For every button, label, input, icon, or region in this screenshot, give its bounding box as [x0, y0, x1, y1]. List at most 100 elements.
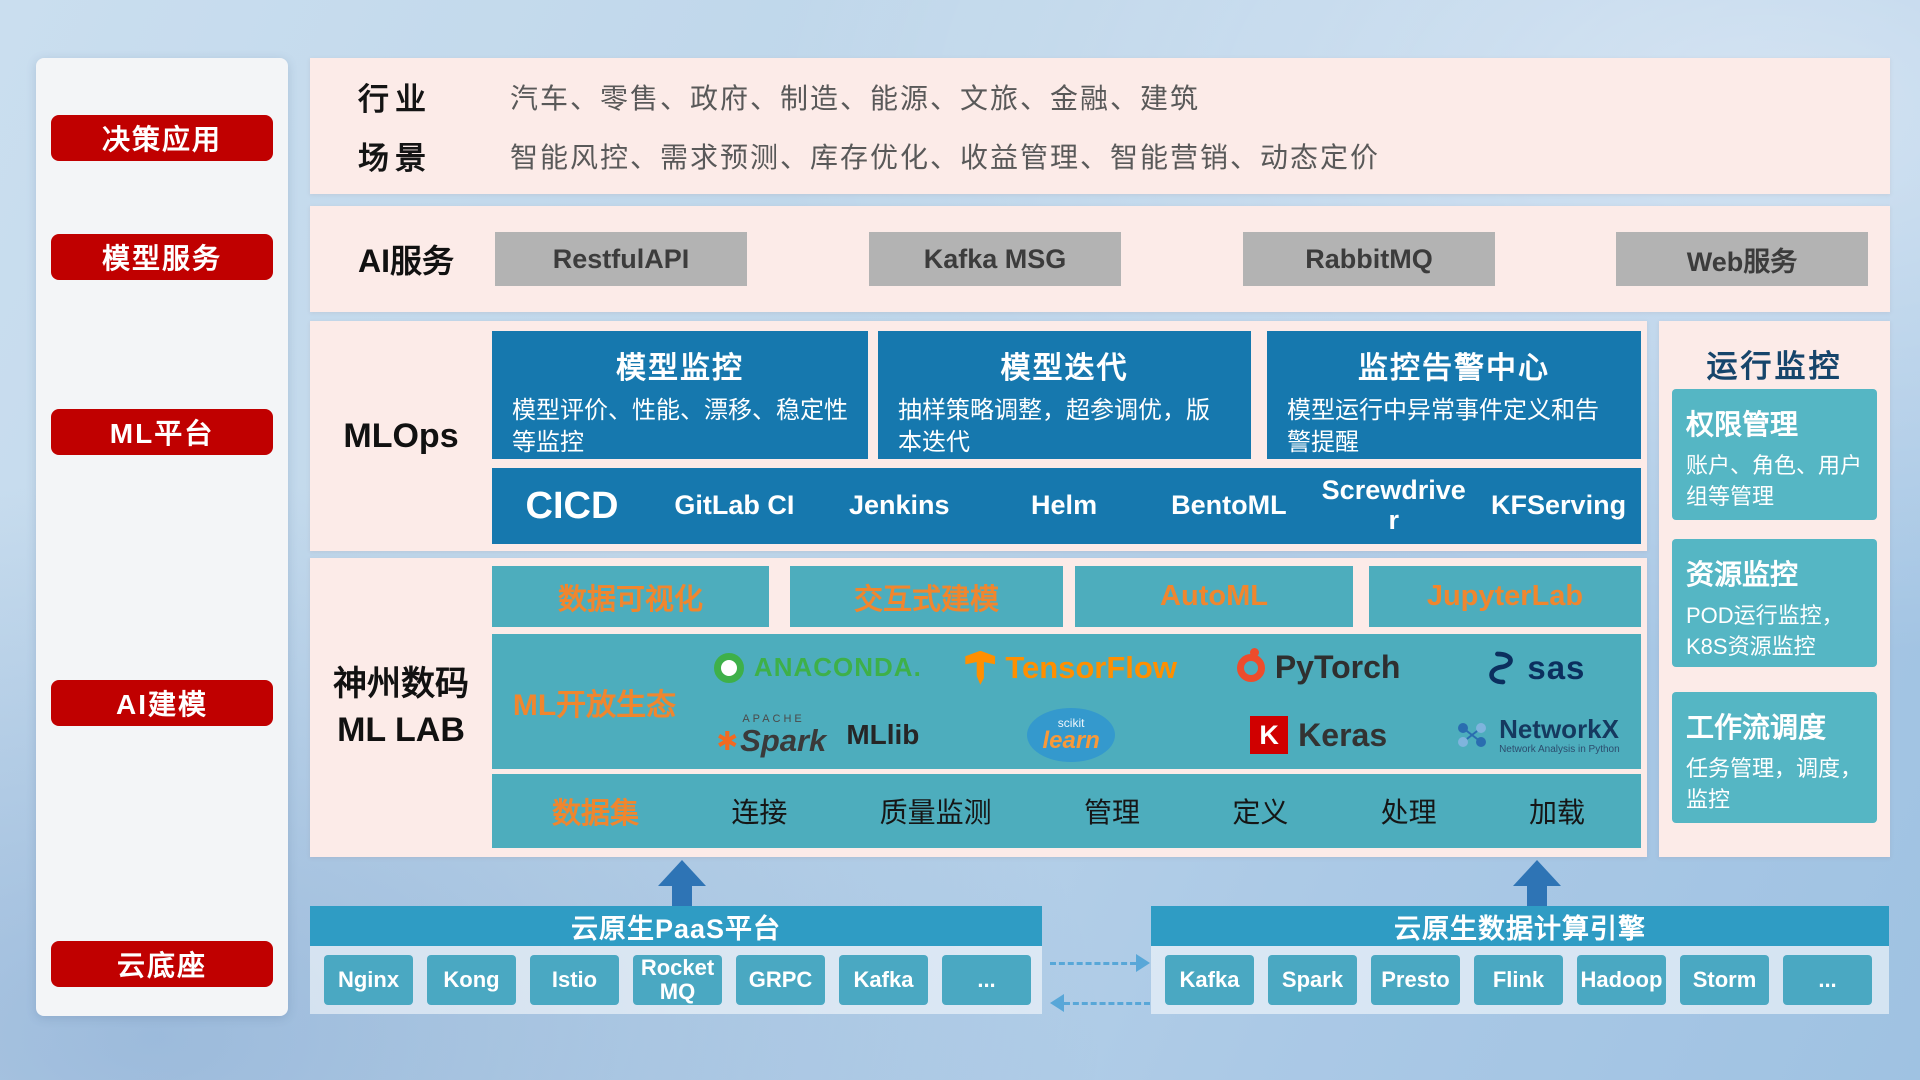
mllab-label-line2: ML LAB — [337, 710, 465, 749]
ai-service-chip-rabbitmq: RabbitMQ — [1243, 232, 1495, 286]
engine-chip-hadoop: Hadoop — [1577, 955, 1666, 1005]
ml-ecosystem-label: ML开放生态 — [512, 688, 677, 722]
scenario-row: 场景 智能风控、需求预测、库存优化、收益管理、智能营销、动态定价 — [310, 133, 1890, 178]
dashed-arrow-right-head-icon — [1136, 954, 1150, 972]
rail-item-ai-modeling: AI建模 — [51, 680, 273, 726]
sas-wordmark: sas — [1527, 648, 1586, 686]
anaconda-icon — [713, 652, 744, 683]
keras-logo: K Keras — [1204, 716, 1434, 755]
dataset-item-load: 加载 — [1528, 797, 1585, 828]
paas-chip-more: ... — [942, 955, 1031, 1005]
pytorch-logo: PyTorch — [1204, 647, 1434, 686]
card-title: 监控告警中心 — [1358, 352, 1550, 385]
industry-row: 行业 汽车、零售、政府、制造、能源、文旅、金融、建筑 — [310, 74, 1890, 119]
ai-service-chip-restfulapi: RestfulAPI — [495, 232, 747, 286]
pytorch-icon — [1236, 647, 1265, 682]
mlops-panel: MLOps 模型监控 模型评价、性能、漂移、稳定性等监控 模型迭代 抽样策略调整… — [310, 321, 1647, 551]
ml-ecosystem-box: ML开放生态 ANACONDA. TensorFlow PyTorch — [492, 634, 1641, 769]
ai-service-panel: AI服务 RestfulAPI Kafka MSG RabbitMQ Web服务 — [310, 206, 1890, 312]
mllab-panel: 神州数码 ML LAB 数据可视化 交互式建模 AutoML JupyterLa… — [310, 558, 1647, 857]
industry-value: 汽车、零售、政府、制造、能源、文旅、金融、建筑 — [510, 82, 1201, 114]
card-desc: 模型运行中异常事件定义和告警提醒 — [1287, 397, 1599, 457]
engine-strip: Kafka Spark Presto Flink Hadoop Storm ..… — [1151, 946, 1889, 1014]
networkx-logo: NetworkX Network Analysis in Python — [1434, 713, 1641, 756]
card-title: 模型监控 — [616, 352, 744, 385]
tool-box-automl: AutoML — [1075, 566, 1353, 627]
ai-service-label: AI服务 — [358, 243, 455, 279]
card-title: 工作流调度 — [1686, 712, 1827, 743]
scikit-learn-icon: scikit learn — [1027, 708, 1116, 763]
tensorflow-logo: TensorFlow — [939, 650, 1204, 686]
ml-ecosystem-logos: ANACONDA. TensorFlow PyTorch sas — [697, 634, 1641, 769]
spark-star-icon: ✱ — [716, 725, 739, 756]
runtime-monitor-title: 运行监控 — [1706, 349, 1843, 384]
tool-box-interactive-modeling: 交互式建模 — [790, 566, 1063, 627]
card-title: 模型迭代 — [1000, 352, 1129, 385]
paas-chip-nginx: Nginx — [324, 955, 413, 1005]
ai-service-chip-web: Web服务 — [1616, 232, 1868, 286]
apache-label: APACHE — [742, 713, 805, 726]
networkx-wordmark: NetworkX Network Analysis in Python — [1499, 713, 1620, 756]
dataset-label: 数据集 — [552, 798, 640, 830]
engine-chip-storm: Storm — [1680, 955, 1769, 1005]
engine-chip-more: ... — [1783, 955, 1872, 1005]
card-title: 资源监控 — [1686, 559, 1799, 590]
dataset-item-quality: 质量监测 — [879, 797, 992, 828]
rail-item-decision-apps: 决策应用 — [51, 115, 273, 161]
ai-service-chip-kafka-msg: Kafka MSG — [869, 232, 1121, 286]
rail-item-ml-platform: ML平台 — [51, 409, 273, 455]
keras-icon: K — [1250, 716, 1289, 755]
cicd-item-screwdriver: Screwdriver — [1321, 475, 1466, 535]
scenario-value: 智能风控、需求预测、库存优化、收益管理、智能营销、动态定价 — [510, 141, 1381, 173]
left-rail: 决策应用 模型服务 ML平台 AI建模 云底座 — [36, 58, 288, 1016]
paas-chip-rocketmq: RocketMQ — [633, 955, 722, 1005]
dashed-arrow-left-head-icon — [1050, 994, 1064, 1012]
scenario-label: 场景 — [358, 141, 432, 176]
engine-chip-flink: Flink — [1474, 955, 1563, 1005]
rail-item-cloud-base: 云底座 — [51, 941, 273, 987]
up-arrow-icon — [1513, 860, 1561, 906]
sas-icon — [1489, 651, 1514, 685]
paas-chip-kong: Kong — [427, 955, 516, 1005]
networkx-icon — [1458, 723, 1487, 748]
mllab-label-line1: 神州数码 — [333, 664, 469, 703]
engine-header: 云原生数据计算引擎 — [1151, 906, 1889, 946]
rail-item-model-service: 模型服务 — [51, 234, 273, 280]
industry-label: 行业 — [358, 82, 432, 117]
dataset-item-connect: 连接 — [731, 797, 788, 828]
anaconda-wordmark: ANACONDA. — [753, 652, 922, 683]
paas-strip: Nginx Kong Istio RocketMQ GRPC Kafka ... — [310, 946, 1042, 1014]
sas-logo: sas — [1434, 649, 1641, 687]
cicd-item-jenkins: Jenkins — [848, 490, 950, 521]
paas-chip-kafka: Kafka — [839, 955, 928, 1005]
dashed-arrow-left-icon — [1064, 1002, 1150, 1005]
engine-chip-presto: Presto — [1371, 955, 1460, 1005]
card-desc: 抽样策略调整，超参调优，版本迭代 — [898, 397, 1210, 457]
scikit-learn-logo: scikit learn — [939, 708, 1204, 763]
card-title: 权限管理 — [1686, 409, 1799, 440]
dataset-bar: 数据集 连接 质量监测 管理 定义 处理 加载 — [492, 774, 1641, 848]
paas-chip-grpc: GRPC — [736, 955, 825, 1005]
mlops-card-model-iteration: 模型迭代 抽样策略调整，超参调优，版本迭代 — [878, 331, 1251, 459]
engine-chip-spark: Spark — [1268, 955, 1357, 1005]
keras-wordmark: Keras — [1298, 716, 1388, 753]
up-arrow-icon — [658, 860, 706, 906]
card-desc: 模型评价、性能、漂移、稳定性等监控 — [512, 397, 848, 457]
industry-scenario-panel: 行业 汽车、零售、政府、制造、能源、文旅、金融、建筑 场景 智能风控、需求预测、… — [310, 58, 1890, 194]
mlops-card-model-monitoring: 模型监控 模型评价、性能、漂移、稳定性等监控 — [492, 331, 868, 459]
cicd-item-kfserving: KFServing — [1491, 490, 1627, 521]
paas-chip-istio: Istio — [530, 955, 619, 1005]
engine-chip-kafka: Kafka — [1165, 955, 1254, 1005]
anaconda-logo: ANACONDA. — [697, 652, 939, 683]
dataset-item-process: 处理 — [1380, 797, 1437, 828]
monitor-card-permissions: 权限管理 账户、角色、用户组等管理 — [1672, 389, 1877, 520]
card-desc: POD运行监控，K8S资源监控 — [1686, 603, 1844, 659]
spark-wordmark: APACHE ✱ Spark — [716, 713, 827, 759]
cicd-label: CICD — [525, 484, 619, 527]
mlops-card-alert-center: 监控告警中心 模型运行中异常事件定义和告警提醒 — [1267, 331, 1641, 459]
pytorch-wordmark: PyTorch — [1274, 649, 1401, 686]
spark-mllib-logo: APACHE ✱ Spark MLlib — [697, 713, 939, 759]
mllib-wordmark: MLlib — [846, 719, 920, 751]
monitor-card-resources: 资源监控 POD运行监控，K8S资源监控 — [1672, 539, 1877, 667]
mlops-label: MLOps — [343, 416, 459, 455]
